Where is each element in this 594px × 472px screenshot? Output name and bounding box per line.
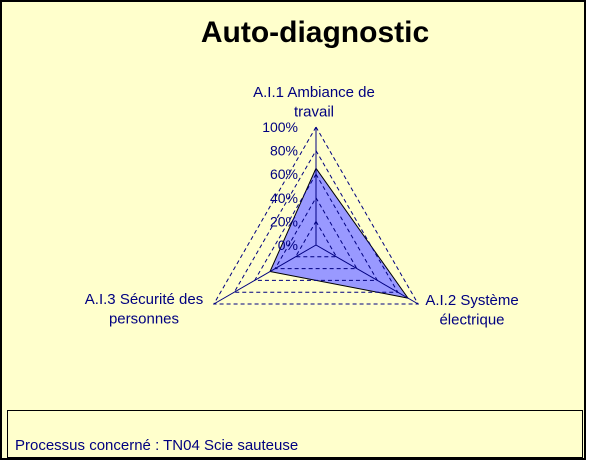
- radar-chart: 0% 20% 40% 60% 80% 100% A.I.1 Ambiance de trava…: [85, 84, 519, 329]
- radar-tick-label: 0%: [278, 237, 298, 253]
- radar-axis-label-line: A.I.2 Système: [425, 292, 518, 309]
- radar-axis-label-line: personnes: [109, 311, 179, 328]
- radar-axis-label-line: travail: [294, 104, 334, 121]
- radar-tick-label: 100%: [262, 119, 298, 135]
- chart-frame: Auto-diagnostic 0%20%40%60%80%100%A.I.1 …: [0, 0, 586, 460]
- radar-axis-label-line: A.I.1 Ambiance de: [253, 84, 375, 101]
- radar-data-area: [269, 167, 410, 299]
- footer-box: Processus concerné : TN04 Scie sauteuse: [7, 410, 583, 458]
- radar-axis-line: [213, 244, 317, 305]
- radar-axis-line: [315, 244, 419, 305]
- radar-axis-label-line: A.I.3 Sécurité des: [85, 291, 203, 308]
- radar-tick-label: 40%: [270, 190, 298, 206]
- chart-title: Auto-diagnostic: [200, 16, 430, 49]
- radar-axis-label: A.I.3 Sécurité des personnes: [85, 291, 203, 328]
- radar-grid-ring: [233, 149, 399, 293]
- radar-grid-ring: [274, 196, 358, 270]
- radar-axis-label-line: électrique: [439, 312, 504, 329]
- footer-text: Processus concerné : TN04 Scie sauteuse: [15, 437, 299, 454]
- radar-axis-label: A.I.1 Ambiance de travail: [253, 84, 375, 121]
- radar-tick-label: 80%: [270, 143, 298, 159]
- radar-axis-label: A.I.2 Système électrique: [425, 292, 518, 329]
- radar-grid-ring: [253, 173, 379, 281]
- radar-tick-label: 60%: [270, 166, 298, 182]
- radar-tick-label: 20%: [270, 213, 298, 229]
